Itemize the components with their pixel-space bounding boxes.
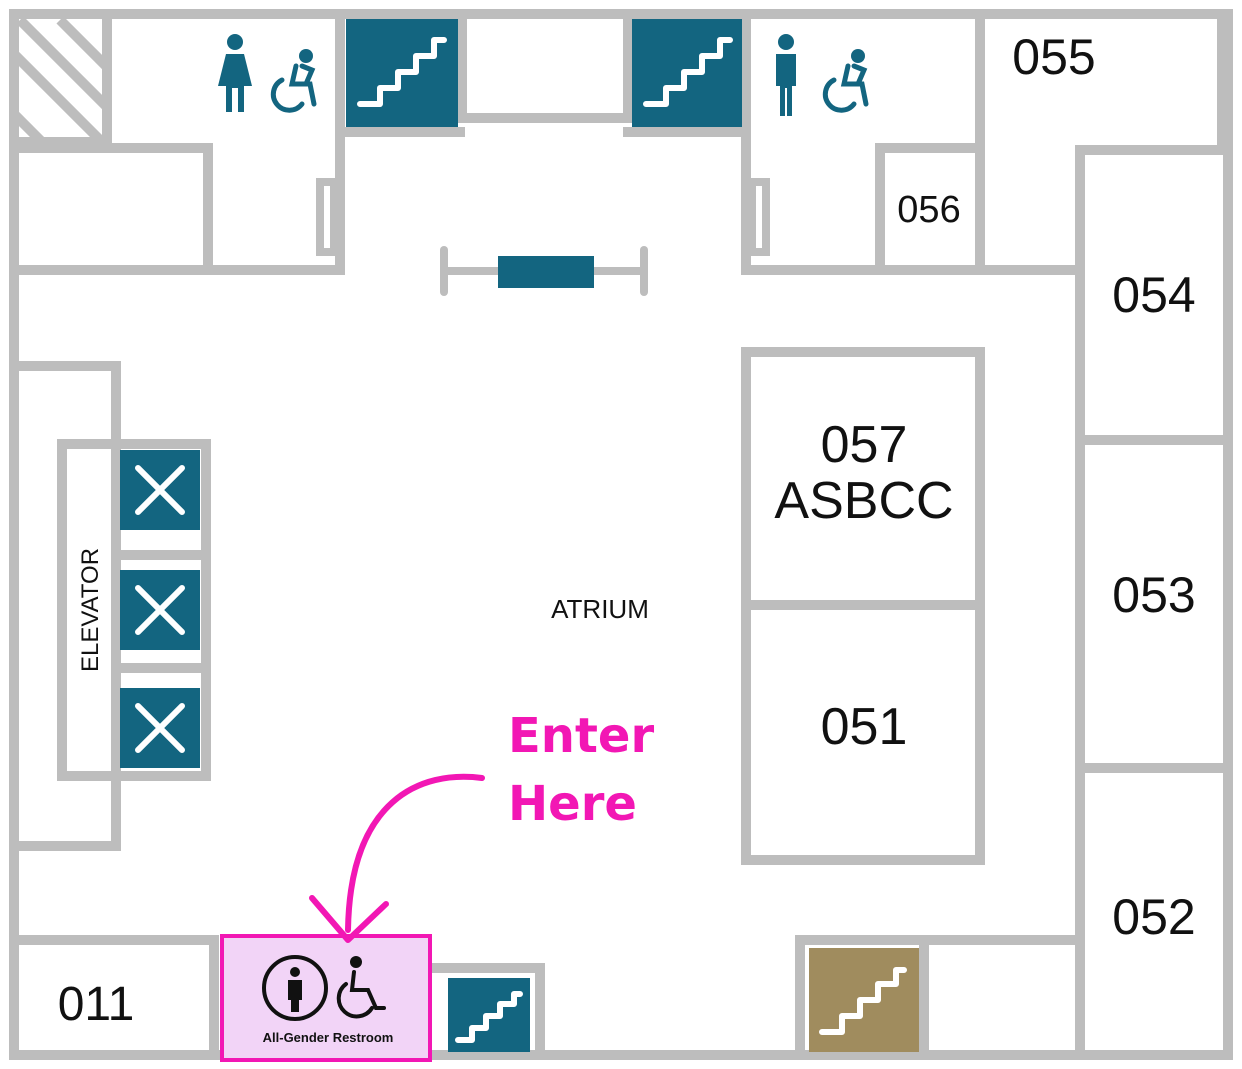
elevator-label: ELEVATOR (77, 548, 104, 672)
hatched-storage (9, 9, 112, 147)
restroom-label: All-Gender Restroom (263, 1030, 394, 1045)
stairs-icon (809, 948, 919, 1052)
person-circle-icon (262, 955, 328, 1021)
stairs-icon (346, 19, 458, 127)
man-icon (776, 34, 796, 116)
room-057-name: ASBCC (774, 472, 953, 530)
room-057-label: 057 (821, 416, 908, 474)
stairs-icon (632, 19, 742, 127)
woman-icon (218, 34, 252, 112)
enter-here-line1: Enter (508, 708, 654, 764)
stairs-icon (448, 978, 530, 1052)
atrium-label: ATRIUM (551, 594, 649, 624)
room-056-label: 056 (897, 189, 960, 231)
room-055-label: 055 (1012, 29, 1095, 85)
walls (9, 9, 1233, 1060)
room-053-label: 053 (1112, 567, 1195, 623)
wheelchair-icon (336, 956, 386, 1019)
wheelchair-icon (822, 49, 869, 113)
enter-here-arrow (309, 773, 485, 943)
atrium-bench (498, 256, 594, 288)
x-mark-icon (120, 688, 200, 768)
all-gender-restroom: All-Gender Restroom (220, 934, 432, 1062)
x-mark-icon (120, 450, 200, 530)
room-051-label: 051 (821, 698, 908, 756)
room-052-label: 052 (1112, 889, 1195, 945)
wheelchair-icon (270, 49, 317, 113)
room-054-label: 054 (1112, 267, 1195, 323)
x-mark-icon (120, 570, 200, 650)
enter-here-line2: Here (508, 776, 637, 832)
room-011-label: 011 (58, 978, 135, 1031)
